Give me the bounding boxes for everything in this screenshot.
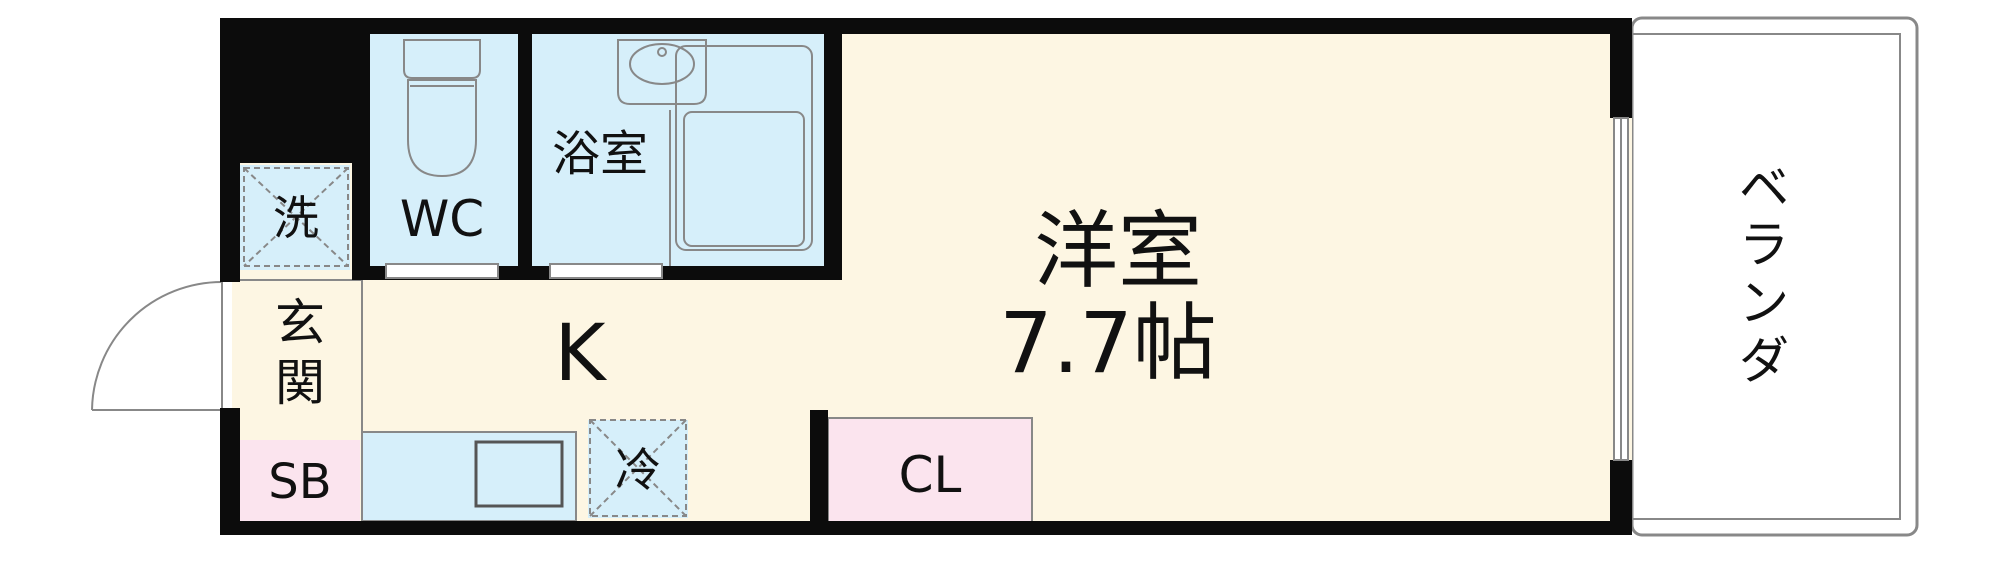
- sink-icon: [474, 440, 564, 508]
- closet-label: CL: [899, 446, 962, 504]
- wall-right-of-bath: [824, 18, 842, 280]
- entrance-door-swing-icon: [91, 281, 223, 411]
- kitchen-label: K: [554, 309, 607, 399]
- balcony-label-4: ダ: [1739, 332, 1789, 390]
- outer-wall-top: [220, 18, 1632, 34]
- western-room-size: 7.7帖: [999, 294, 1217, 392]
- washbasin-icon: [617, 39, 707, 105]
- toilet-tank-icon: [403, 39, 481, 79]
- balcony-label-1: ベ: [1739, 159, 1789, 217]
- toilet-bowl-icon: [407, 79, 477, 178]
- bathtub-icon: [675, 45, 813, 251]
- bath-room: [532, 34, 824, 266]
- bathtub-inner-icon: [683, 111, 805, 247]
- outer-wall-bottom: [220, 521, 1632, 535]
- toilet-label: WC: [400, 190, 484, 248]
- shoe-box-area: [240, 440, 360, 522]
- fridge-cross-a: [589, 419, 687, 517]
- outer-wall-right-upper: [1610, 18, 1632, 118]
- balcony-label-2: ラ: [1739, 216, 1789, 274]
- entrance-label-top: 玄: [275, 294, 325, 352]
- toilet-room: [370, 34, 518, 266]
- faucet-icon: [657, 47, 667, 57]
- kitchen-counter: [362, 432, 576, 521]
- outer-wall-right-lower: [1610, 460, 1632, 535]
- washer-label: 洗: [273, 191, 319, 245]
- wall-closet-left: [810, 410, 828, 535]
- balcony-label-3: ン: [1739, 274, 1789, 332]
- western-room-name: 洋室: [1034, 202, 1202, 300]
- fridge-label: 冷: [615, 443, 661, 497]
- fridge-cross-b: [589, 419, 687, 517]
- washbasin-bowl-icon: [629, 43, 695, 85]
- wall-toilet-bath: [518, 34, 532, 280]
- washer-outline: [243, 167, 349, 267]
- entrance-label-bottom: 関: [275, 354, 325, 412]
- wall-left-of-toilet: [352, 34, 370, 280]
- bath-door: [549, 263, 663, 279]
- outer-wall-left-lower: [220, 408, 240, 535]
- bath-label: 浴室: [552, 126, 648, 182]
- washer-cross-b: [243, 167, 349, 267]
- toilet-door: [385, 263, 499, 279]
- shoe-box-label: SB: [268, 454, 331, 510]
- closet-area: [828, 418, 1032, 522]
- fridge-outline: [589, 419, 687, 517]
